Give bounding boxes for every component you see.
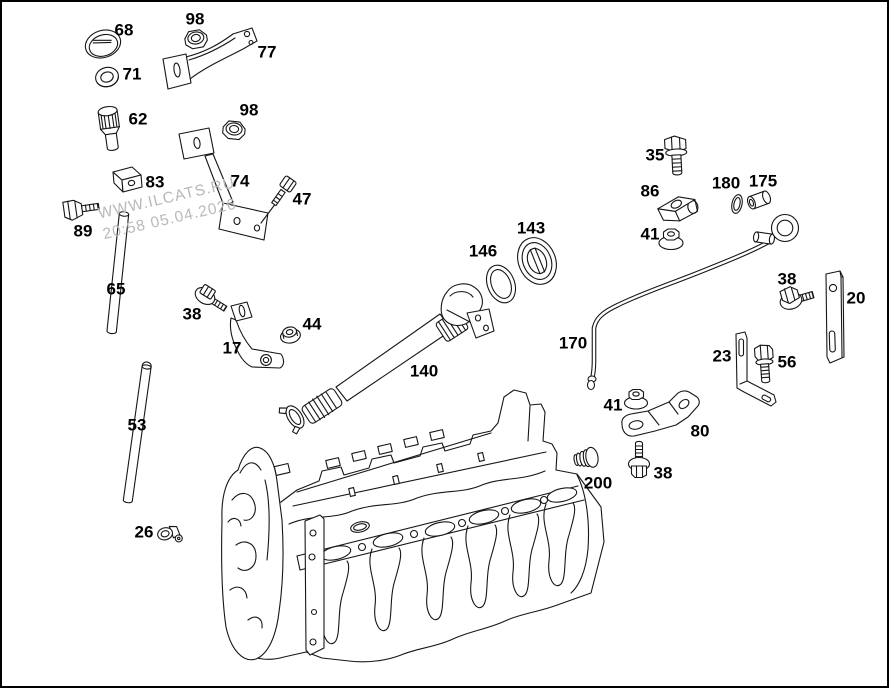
front-cover: [221, 446, 284, 661]
part-71-ring: [95, 66, 119, 88]
part-label-41b: 41: [603, 395, 623, 415]
part-label-62: 62: [128, 109, 148, 129]
head-front-plate: [304, 514, 325, 656]
part-label-26: 26: [134, 522, 154, 542]
part-label-170: 170: [558, 333, 588, 353]
part-47-bolt: [260, 175, 297, 224]
part-20-strap: [825, 270, 845, 364]
part-56-bolt: [753, 344, 774, 384]
part-label-38a: 38: [182, 304, 202, 324]
part-label-140: 140: [409, 361, 439, 381]
part-label-146: 146: [468, 241, 498, 261]
part-200-plug: [573, 446, 599, 468]
part-label-38b: 38: [777, 269, 797, 289]
part-label-65: 65: [106, 279, 126, 299]
part-38-bolt-left: [194, 284, 228, 312]
part-35-bolt: [663, 135, 688, 176]
part-180-ring: [731, 194, 743, 214]
part-80-bracket: [621, 390, 700, 437]
part-146-oring: [485, 264, 517, 304]
part-label-83: 83: [145, 172, 165, 192]
part-label-35: 35: [645, 145, 665, 165]
part-label-80: 80: [690, 421, 710, 441]
part-68-cap: [84, 29, 122, 59]
part-38-bolt-bottom: [627, 440, 651, 479]
part-89-bolt: [62, 199, 100, 221]
part-label-98a: 98: [185, 9, 205, 29]
part-label-56: 56: [777, 352, 797, 372]
part-41-nut-upper: [658, 228, 684, 251]
part-170-pipe: [586, 213, 800, 391]
part-label-143: 143: [516, 218, 546, 238]
part-label-17: 17: [222, 338, 242, 358]
part-17-bracket: [229, 301, 285, 369]
part-label-86: 86: [640, 181, 660, 201]
part-label-68: 68: [114, 20, 134, 40]
part-label-98b: 98: [239, 100, 259, 120]
part-53-guide-tube: [122, 361, 152, 504]
part-62-plug: [97, 105, 120, 151]
part-label-20: 20: [846, 288, 866, 308]
part-label-74: 74: [230, 171, 250, 191]
part-label-47: 47: [292, 189, 312, 209]
part-38-bolt-right: [779, 286, 815, 310]
part-44-nut: [279, 326, 301, 344]
engine-block-drawing: [221, 389, 605, 663]
part-label-89: 89: [73, 221, 93, 241]
part-41-nut-lower: [623, 388, 649, 410]
part-label-23: 23: [712, 346, 732, 366]
part-175-sleeve: [746, 190, 772, 210]
part-label-44: 44: [302, 314, 322, 334]
part-65-guide-tube: [106, 211, 130, 335]
part-98-nut-upper: [184, 29, 208, 50]
part-77-bracket: [162, 27, 258, 90]
part-26-clamp: [157, 525, 183, 543]
part-label-180: 180: [711, 173, 741, 193]
part-label-38c: 38: [653, 463, 673, 483]
part-label-200: 200: [583, 473, 613, 493]
part-label-53: 53: [127, 415, 147, 435]
part-86-clip: [657, 196, 699, 222]
part-83-clip: [112, 166, 143, 193]
part-98-nut-lower: [222, 120, 246, 141]
part-140-tube-assembly: [278, 283, 495, 435]
part-label-71: 71: [122, 64, 142, 84]
part-143-seal: [517, 237, 557, 285]
part-74-bracket: [178, 127, 269, 241]
part-label-41a: 41: [640, 224, 660, 244]
part-23-bracket: [735, 331, 777, 407]
part-label-175: 175: [748, 171, 778, 191]
part-label-77: 77: [257, 42, 277, 62]
